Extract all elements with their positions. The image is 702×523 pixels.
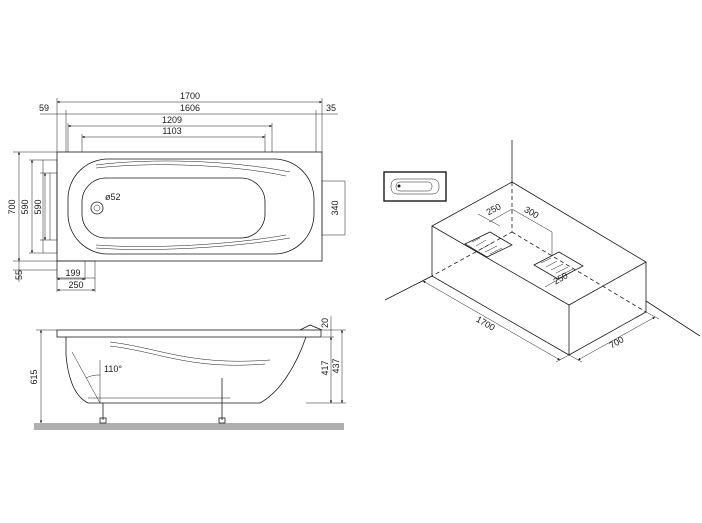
dim-615: 615 xyxy=(29,369,39,384)
floor-line-right xyxy=(645,300,701,337)
dim-iso-1700: 1700 xyxy=(474,314,496,333)
dim-35: 35 xyxy=(326,103,336,113)
tub-outline-top xyxy=(56,151,323,262)
drain-plate-right xyxy=(533,251,584,280)
side-view: 110° 615 20 417 437 xyxy=(29,316,346,430)
dim-417: 417 xyxy=(320,360,330,375)
dim-700: 700 xyxy=(7,199,17,214)
dim-199: 199 xyxy=(65,268,80,278)
dim-20: 20 xyxy=(320,318,330,328)
dim-iso-250: 250 xyxy=(485,201,503,217)
drain-circle xyxy=(90,201,104,215)
dim-1700: 1700 xyxy=(180,91,200,101)
dim-1103: 1103 xyxy=(162,126,181,136)
right-support xyxy=(321,180,346,236)
dim-55: 55 xyxy=(14,270,24,280)
tub-thumbnail xyxy=(383,171,447,202)
drain-plate-left xyxy=(464,231,513,258)
dim-line-iso-700 xyxy=(577,316,656,361)
tub-rim-side xyxy=(56,329,322,338)
dim-250-top: 250 xyxy=(68,280,83,290)
dim-iso-300: 300 xyxy=(522,204,540,220)
rim-curve-bottom xyxy=(95,237,291,250)
box-front xyxy=(431,226,570,356)
isometric-view: 250 300 250 1700 700 xyxy=(384,140,701,363)
dim-drain: ø52 xyxy=(105,192,121,202)
top-view: 1700 1606 59 35 1209 1103 ø52 700 xyxy=(7,91,346,292)
dim-590-inner: 590 xyxy=(33,199,43,214)
floor xyxy=(34,423,344,430)
dim-angle: 110° xyxy=(104,364,122,374)
angle-arc xyxy=(85,374,101,379)
tub-basin xyxy=(81,177,266,239)
dim-437: 437 xyxy=(331,358,341,373)
box-top xyxy=(431,181,647,306)
dim-340: 340 xyxy=(330,200,340,215)
dim-iso-700: 700 xyxy=(607,334,625,350)
dim-59: 59 xyxy=(39,103,49,113)
tub-inner-rim xyxy=(67,158,315,255)
left-support-inner xyxy=(49,172,58,241)
dim-1209: 1209 xyxy=(162,115,182,125)
tub-body-side xyxy=(65,336,307,404)
dim-line-iso-1700 xyxy=(422,280,561,361)
dim-590-outer: 590 xyxy=(20,199,30,214)
rim-curve-top xyxy=(95,160,291,173)
dim-iso-250b: 250 xyxy=(551,270,569,286)
dim-1606: 1606 xyxy=(180,103,200,113)
